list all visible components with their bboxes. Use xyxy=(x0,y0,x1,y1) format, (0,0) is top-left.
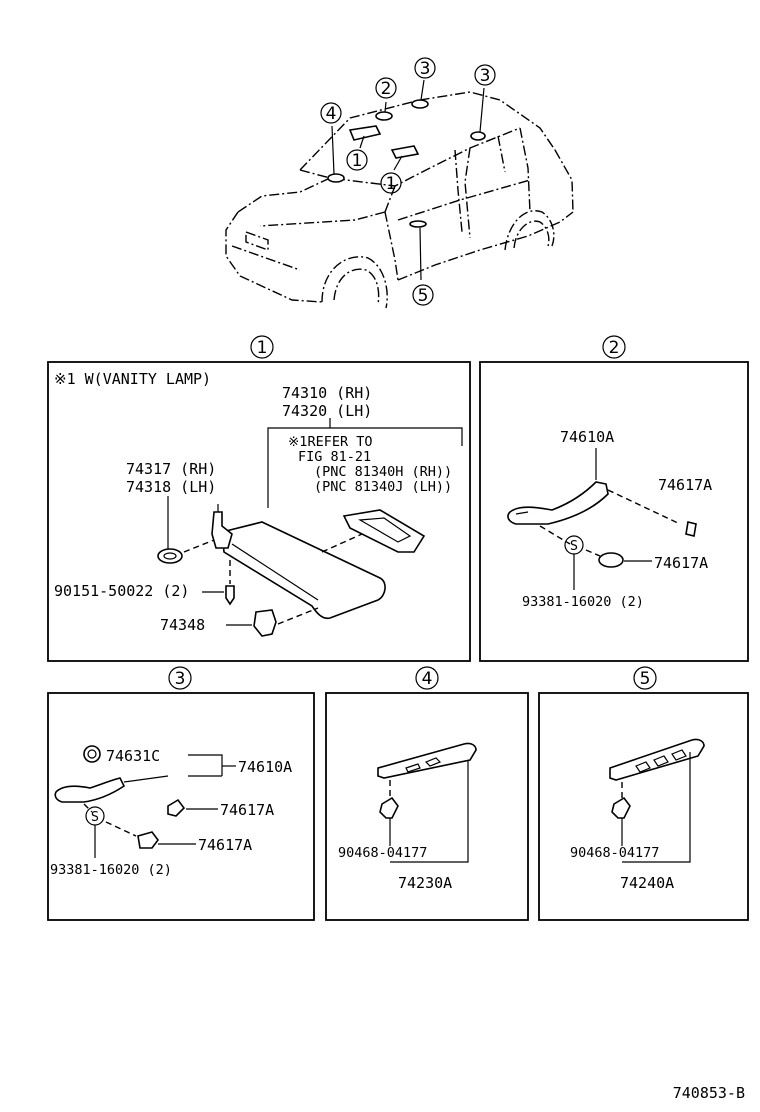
label-74348: 74348 xyxy=(160,616,205,634)
panel-2-assist-grip: 2 74610A 74617A S 93381-16020 (2) 74617A xyxy=(479,335,749,662)
label-74610a-p3: 74610A xyxy=(238,758,292,776)
vanity-lamp-note: ※1 W(VANITY LAMP) xyxy=(54,370,211,388)
refer-line-1: ※1REFER TO xyxy=(288,434,372,450)
vehicle-illustration xyxy=(225,79,574,309)
panel-5-room-lamp: 5 90468-04177 74240A xyxy=(538,666,749,921)
courtesy-lamp-clip xyxy=(611,796,631,819)
room-lamp-clip xyxy=(379,796,399,819)
visor-hinge xyxy=(211,511,233,549)
refer-line-4: (PNC 81340J (LH)) xyxy=(314,479,452,495)
figure-code: 740853-B xyxy=(673,1084,745,1102)
sun-visor xyxy=(221,521,386,620)
assist-grip-p3 xyxy=(54,777,126,803)
vanity-lamp xyxy=(342,509,426,553)
callout-3b-number: 3 xyxy=(480,66,491,86)
room-lamp-plate xyxy=(377,742,477,779)
visor-holder xyxy=(253,609,277,637)
panel-1-number: 1 xyxy=(257,338,268,358)
label-74240a: 74240A xyxy=(620,874,674,892)
label-74317-rh: 74317 (RH) xyxy=(126,460,216,478)
label-74310-rh: 74310 (RH) xyxy=(282,384,372,402)
label-74320-lh: 74320 (LH) xyxy=(282,402,372,420)
label-93381-16020-p3: 93381-16020 (2) xyxy=(50,862,172,878)
label-90468-04177-p4: 90468-04177 xyxy=(338,845,427,861)
callout-1-number: 1 xyxy=(352,151,363,171)
label-74617a-p3-bottom: 74617A xyxy=(198,836,252,854)
label-74610a: 74610A xyxy=(560,428,614,446)
callout-4-number: 4 xyxy=(326,104,337,124)
visor-screw xyxy=(225,585,235,606)
label-74617a-p3-top: 74617A xyxy=(220,801,274,819)
grip-cap-top xyxy=(685,521,697,537)
panel-1-sun-visor: 1 ※1 W(VANITY LAMP) 74310 (RH) 74320 (LH… xyxy=(47,335,471,662)
panel-4-room-lamp: 4 90468-04177 74230A xyxy=(325,666,529,921)
vehicle-callouts: 4 2 3 3 1 1 5 xyxy=(320,57,496,306)
label-74230a: 74230A xyxy=(398,874,452,892)
label-90151-50022: 90151-50022 (2) xyxy=(54,582,189,600)
refer-line-3: (PNC 81340H (RH)) xyxy=(314,464,452,480)
visor-clip xyxy=(157,548,183,564)
courtesy-lamp-plate xyxy=(609,738,705,781)
panel-4-number: 4 xyxy=(422,669,433,689)
panel-3-number: 3 xyxy=(175,669,186,689)
callout-1b-number: 1 xyxy=(386,174,397,194)
refer-line-2: FIG 81-21 xyxy=(298,449,371,465)
grip-cover xyxy=(83,745,101,763)
label-90468-04177-p5: 90468-04177 xyxy=(570,845,659,861)
callout-3-number: 3 xyxy=(420,59,431,79)
panel-2-number: 2 xyxy=(609,338,620,358)
grip-cap-bottom-p3 xyxy=(137,831,159,849)
panel-3-screw-mark: S xyxy=(91,809,99,825)
grip-cap-bottom xyxy=(598,552,624,568)
grip-cap-top-p3 xyxy=(167,798,186,817)
panel-3-assist-grip: 3 74631C 74610A 74617A S 74617A 93381-16… xyxy=(47,666,315,921)
label-74318-lh: 74318 (LH) xyxy=(126,478,216,496)
callout-5-number: 5 xyxy=(418,286,429,306)
panel-2-screw-mark: S xyxy=(570,538,578,554)
assist-grip xyxy=(507,481,609,525)
callout-2-number: 2 xyxy=(381,79,392,99)
label-93381-16020-p2: 93381-16020 (2) xyxy=(522,594,644,610)
label-74617a-bottom: 74617A xyxy=(654,554,708,572)
panel-5-number: 5 xyxy=(640,669,651,689)
label-74617a-top: 74617A xyxy=(658,476,712,494)
label-74631c: 74631C xyxy=(106,747,160,765)
